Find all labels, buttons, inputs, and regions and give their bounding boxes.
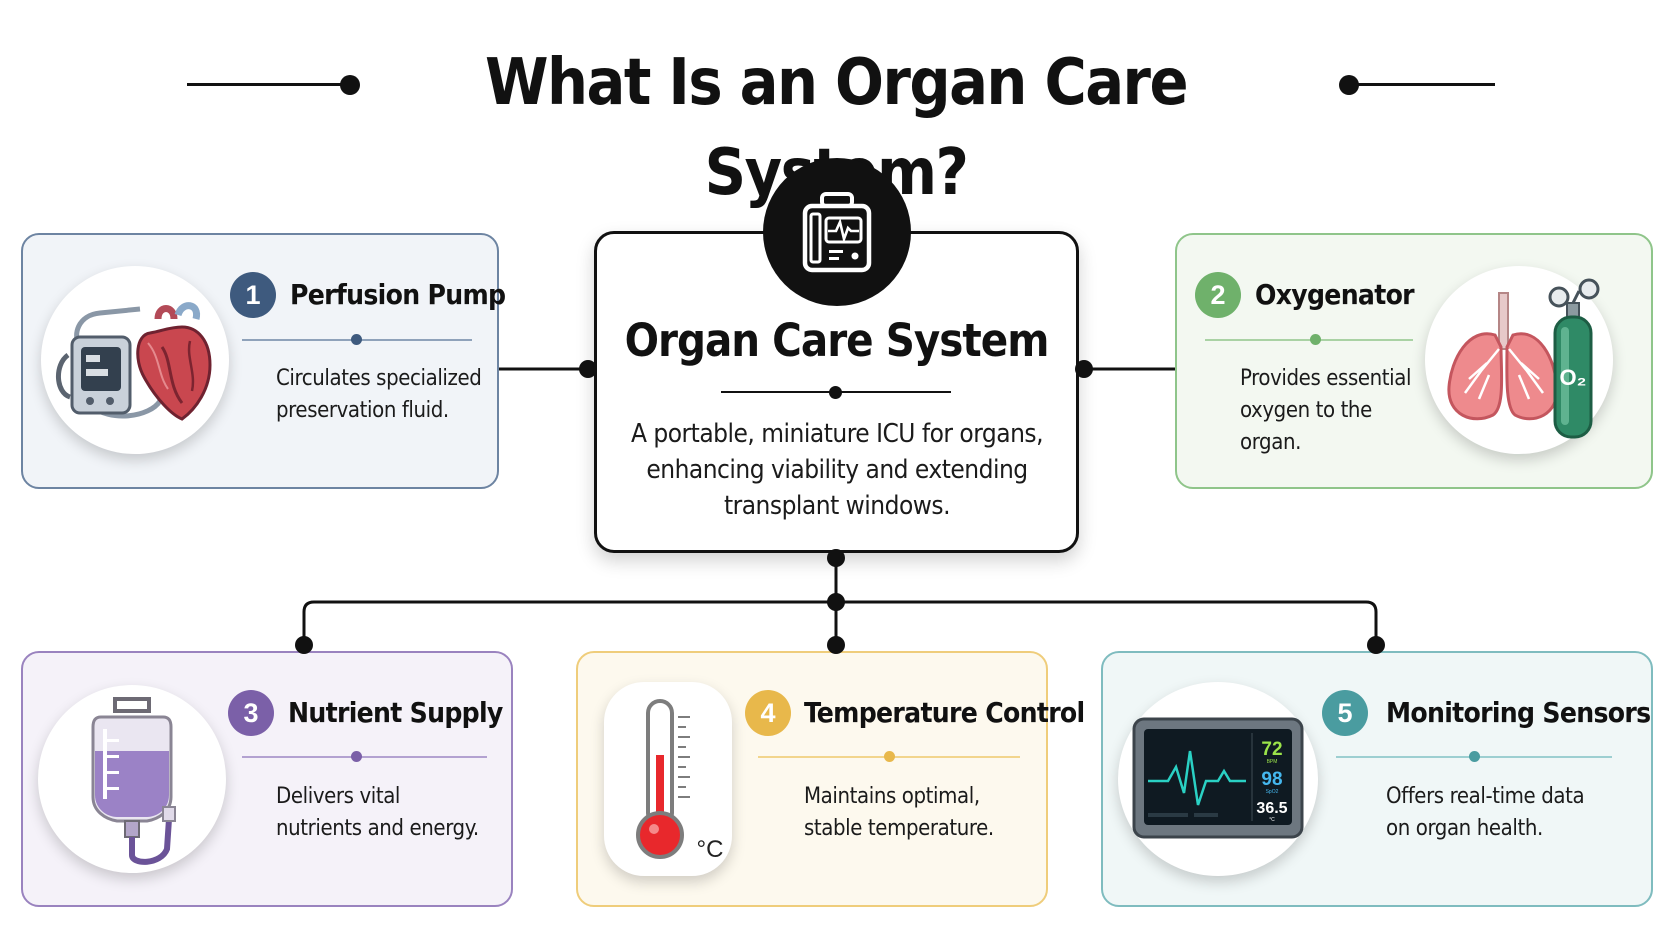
step-badge-3: 3 <box>228 690 274 736</box>
monitor-heart-rate-unit: BPM <box>1267 759 1278 765</box>
junction-dot-trunk <box>827 593 845 611</box>
step-badge-1: 1 <box>230 272 276 318</box>
perfusion-pump-description: Circulates specialized preservation flui… <box>276 366 482 423</box>
temperature-control-separator-dot <box>884 751 895 762</box>
oxygenator-description: Provides essential oxygen to the organ. <box>1240 366 1412 455</box>
junction-dot-card-4 <box>827 636 845 654</box>
title-rule-right <box>1349 83 1495 86</box>
junction-dot-card-5 <box>1367 636 1385 654</box>
temperature-control-title: Temperature Control <box>804 696 1085 729</box>
nutrient-supply-separator <box>242 756 487 758</box>
junction-dot-card-3 <box>295 636 313 654</box>
iv-nutrient-bag-icon <box>38 685 226 873</box>
portable-device-icon <box>763 158 911 306</box>
title-rule-left <box>187 83 347 86</box>
oxygen-label: O₂ <box>1560 365 1587 390</box>
perfusion-pump-separator-dot <box>351 334 362 345</box>
junction-dot-center-bottom <box>827 549 845 567</box>
oxygenator-title: Oxygenator <box>1255 278 1415 311</box>
junction-dot-right <box>1075 360 1093 378</box>
vital-signs-monitor-icon: 72 BPM 98 SpO2 36.5 °C <box>1118 682 1318 876</box>
temperature-control-description: Maintains optimal, stable temperature. <box>804 784 994 841</box>
step-badge-2: 2 <box>1195 272 1241 318</box>
nutrient-supply-title: Nutrient Supply <box>288 696 503 729</box>
step-badge-4: 4 <box>745 690 791 736</box>
monitoring-sensors-title: Monitoring Sensors <box>1386 696 1651 729</box>
oxygenator-separator <box>1205 339 1413 341</box>
monitoring-sensors-separator-dot <box>1469 751 1480 762</box>
monitor-temperature: 36.5 <box>1256 800 1287 817</box>
title-rule-left-dot <box>340 75 360 95</box>
junction-dot-left <box>579 360 597 378</box>
monitor-spo2-unit: SpO2 <box>1266 789 1279 795</box>
monitor-spo2: 98 <box>1261 769 1282 790</box>
perfusion-pump-title: Perfusion Pump <box>290 278 506 311</box>
monitor-temperature-unit: °C <box>1269 817 1275 823</box>
nutrient-supply-separator-dot <box>351 751 362 762</box>
thermometer-icon: °C <box>604 682 732 876</box>
nutrient-supply-description: Delivers vital nutrients and energy. <box>276 784 479 841</box>
monitor-heart-rate: 72 <box>1261 739 1282 760</box>
center-title: Organ Care System <box>624 314 1050 367</box>
thermometer-unit: °C <box>697 836 724 863</box>
center-description: A portable, miniature ICU for organs, en… <box>630 419 1044 521</box>
oxygenator-separator-dot <box>1310 334 1321 345</box>
lungs-oxygen-tank-icon: O₂ <box>1425 266 1613 454</box>
monitoring-sensors-description: Offers real-time data on organ health. <box>1386 784 1585 841</box>
perfusion-pump-heart-icon <box>41 266 229 454</box>
center-separator-dot <box>829 386 842 399</box>
step-badge-5: 5 <box>1322 690 1368 736</box>
